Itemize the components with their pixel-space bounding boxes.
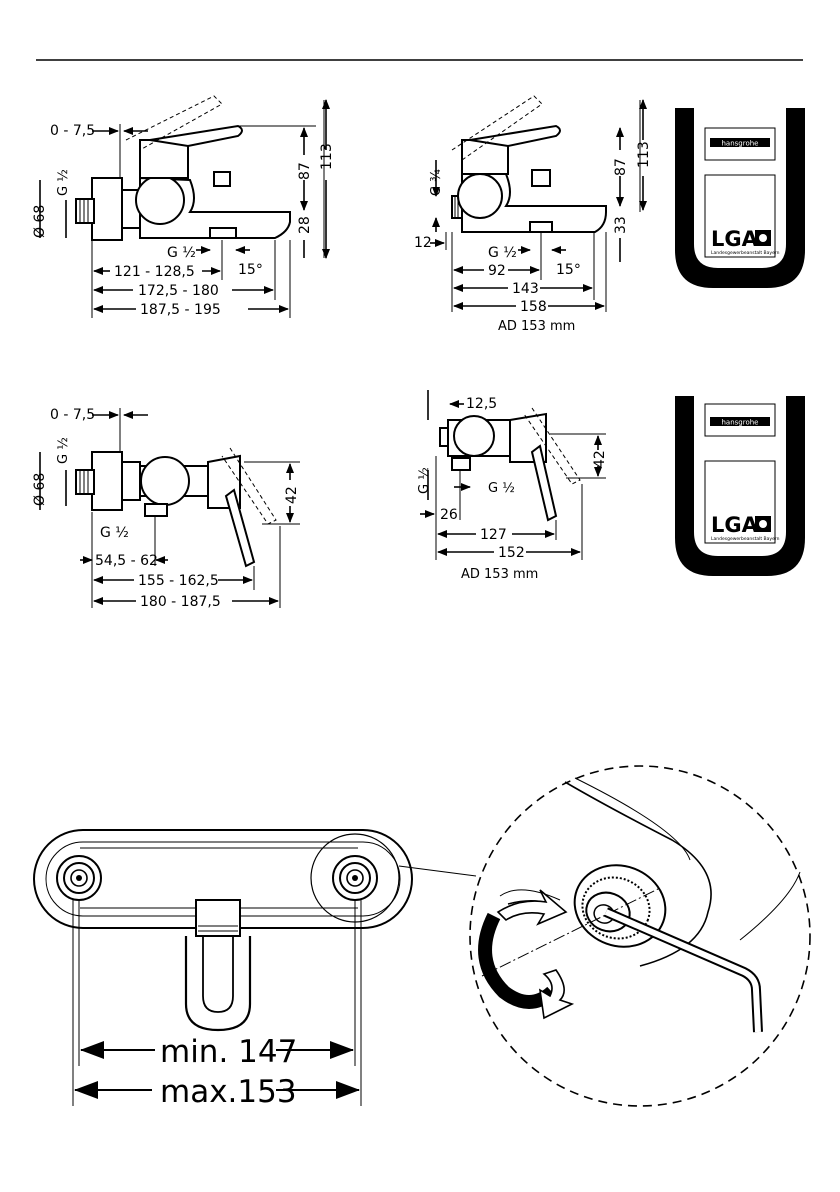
dim-c-label: 187,5 - 195 [140,302,221,318]
thread-left-label: G ½ [417,467,432,494]
dim-33-label: 33 [613,216,629,234]
lga-subtitle: Landesgewerbeanstalt Bayern [711,536,780,542]
lga-badge-1: hansgrohe LGA Landesgewerbeanstalt Bayer… [675,108,805,288]
dim-152-label: 152 [498,545,525,561]
min-dimension-label: min. 147 [160,1034,297,1070]
dim-42-label: 42 [284,486,300,504]
dim-113-label: 113 [319,143,335,170]
fig-bath-mixer-2: G ¾ 12 113 87 33 G ½ 15° 92 143 158 AD 1… [414,95,652,334]
dim-offset-label: 0 - 7,5 [50,123,95,139]
detail-zoom-view [469,765,811,1107]
dim-127-label: 127 [480,527,507,543]
brand-label: hansgrohe [721,419,758,427]
brand-label: hansgrohe [721,140,758,148]
dim-12-label: 12 [414,235,432,251]
outlet-thread-label: G ½ [100,525,129,541]
angle-label: 15° [556,262,581,278]
lga-logo: LGA [711,227,759,251]
dim-143-label: 143 [512,281,539,297]
thread-right-label: G ½ [488,481,515,496]
thread-label: G ½ [56,169,71,196]
lga-logo: LGA [711,513,759,537]
dim-b-label: 155 - 162,5 [138,573,219,589]
angle-label: 15° [238,262,263,278]
note-label: AD 153 mm [461,567,538,582]
dim-c-label: 180 - 187,5 [140,594,221,610]
fig-shower-mixer-2: 12,5 G ½ G ½ 42 26 127 152 AD 153 mm [417,390,608,582]
dim-42-label: 42 [592,450,608,468]
dim-26-label: 26 [440,507,458,523]
dim-offset-label: 0 - 7,5 [50,407,95,423]
dim-a-label: 121 - 128,5 [114,264,195,280]
dim-28-label: 28 [297,216,313,234]
dim-12-5-label: 12,5 [466,396,497,412]
dim-a-label: 54,5 - 62 [95,553,158,569]
fig-shower-mixer-1: 0 - 7,5 G ½ Ø 68 G ½ 42 54,5 - 62 155 - … [32,407,300,610]
spout-thread-label: G ½ [167,245,196,261]
installation-mounting-view: min. 147 max.153 [33,829,477,1110]
lga-badge-2: hansgrohe LGA Landesgewerbeanstalt Bayer… [675,396,805,576]
dim-113-label: 113 [636,141,652,168]
dim-158-label: 158 [520,299,547,315]
dim-b-label: 172,5 - 180 [138,283,219,299]
fig-bath-mixer-1: 0 - 7,5 G ½ Ø 68 113 87 28 G ½ 15° 121 -… [32,95,335,318]
thread-label: G ½ [56,437,71,464]
dim-87-label: 87 [297,162,313,180]
dim-87-label: 87 [613,158,629,176]
note-label: AD 153 mm [498,319,575,334]
dim-92-label: 92 [488,263,506,279]
spout-thread-label: G ½ [488,245,517,261]
lga-subtitle: Landesgewerbeanstalt Bayern [711,250,780,256]
max-dimension-label: max.153 [160,1074,297,1110]
